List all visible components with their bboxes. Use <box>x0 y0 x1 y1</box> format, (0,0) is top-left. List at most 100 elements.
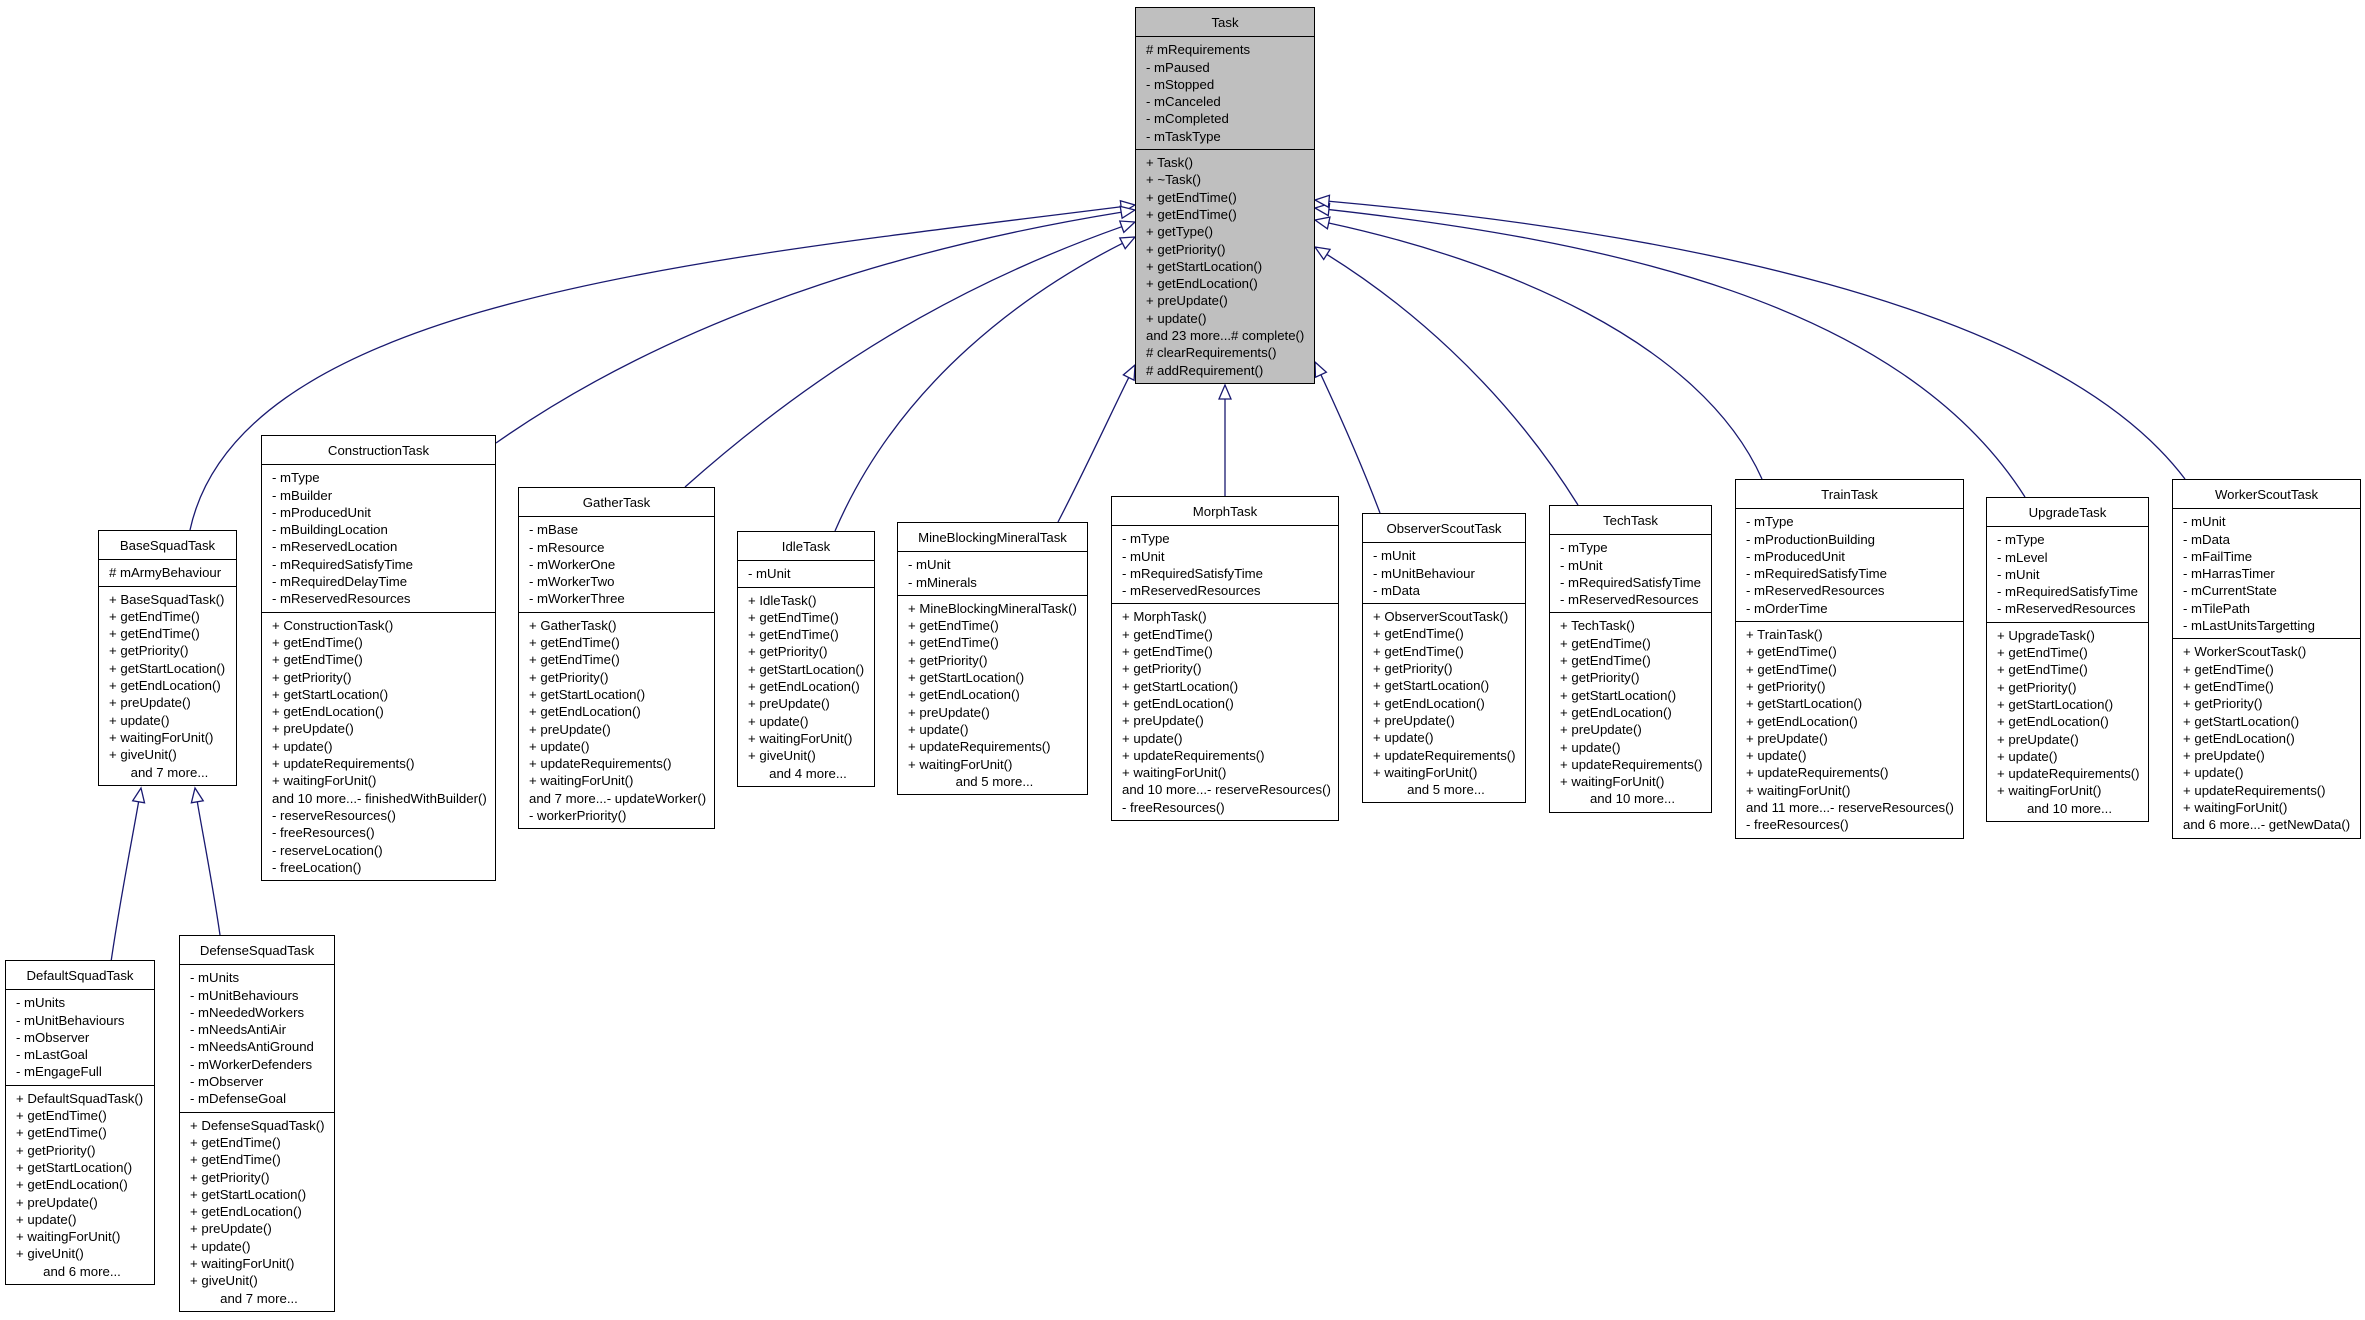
attribute[interactable]: - mRequiredSatisfyTime <box>272 556 413 572</box>
operation[interactable]: + getEndTime() <box>1373 626 1464 642</box>
operation[interactable]: + getEndTime() <box>1560 635 1651 651</box>
operation[interactable]: - freeLocation() <box>272 859 362 875</box>
attribute[interactable]: - mReservedResources <box>272 591 411 607</box>
operation[interactable]: + getEndLocation() <box>529 704 641 720</box>
operation[interactable]: + update() <box>1373 730 1434 746</box>
operation[interactable]: + update() <box>1560 739 1621 755</box>
operation[interactable]: + getPriority() <box>1560 670 1640 686</box>
operation[interactable]: and 11 more...- reserveResources() <box>1746 800 1954 816</box>
operation[interactable]: + waitingForUnit() <box>1746 782 1851 798</box>
class-name[interactable]: TechTask <box>1550 506 1711 536</box>
operation[interactable]: + getEndLocation() <box>109 678 221 694</box>
operation[interactable]: + getStartLocation() <box>908 670 1025 686</box>
operation[interactable]: + UpgradeTask() <box>1997 627 2095 643</box>
operation[interactable]: + giveUnit() <box>109 747 177 763</box>
operation[interactable]: + update() <box>1997 748 2058 764</box>
operation[interactable]: + update() <box>529 738 590 754</box>
operation[interactable]: + waitingForUnit() <box>1373 764 1478 780</box>
operation[interactable]: + getStartLocation() <box>2183 713 2300 729</box>
attribute[interactable]: - mUnit <box>1560 557 1603 573</box>
operation[interactable]: + getStartLocation() <box>748 661 865 677</box>
operation[interactable]: + getEndTime() <box>748 627 839 643</box>
operation[interactable]: + getStartLocation() <box>190 1186 307 1202</box>
operation[interactable]: + getEndTime() <box>529 635 620 651</box>
operation[interactable]: + waitingForUnit() <box>16 1229 121 1245</box>
attribute[interactable]: - mEngageFull <box>16 1064 102 1080</box>
operation[interactable]: + updateRequirements() <box>2183 782 2326 798</box>
operation[interactable]: + waitingForUnit() <box>908 756 1013 772</box>
operation[interactable]: + preUpdate() <box>1997 731 2079 747</box>
operation[interactable]: + preUpdate() <box>190 1221 272 1237</box>
operation[interactable]: + waitingForUnit() <box>529 773 634 789</box>
operation[interactable]: + getPriority() <box>1146 241 1226 257</box>
attribute[interactable]: - mUnitBehaviour <box>1373 565 1475 581</box>
operation[interactable]: + getPriority() <box>272 669 352 685</box>
attribute[interactable]: - mRequiredSatisfyTime <box>1997 584 2138 600</box>
operation[interactable]: - freeResources() <box>1746 817 1849 833</box>
operation[interactable]: + getStartLocation() <box>272 686 389 702</box>
operation[interactable]: + waitingForUnit() <box>1997 783 2102 799</box>
operation[interactable]: + giveUnit() <box>190 1273 258 1289</box>
attribute[interactable]: - mProductionBuilding <box>1746 531 1876 547</box>
operation[interactable]: + GatherTask() <box>529 617 617 633</box>
operation[interactable]: + getEndLocation() <box>1560 704 1672 720</box>
operation[interactable]: + getEndTime() <box>908 618 999 634</box>
class-box-gather-task[interactable]: GatherTask- mBase- mResource- mWorkerOne… <box>518 487 715 830</box>
attribute[interactable]: - mUnitBehaviours <box>16 1012 125 1028</box>
operation[interactable]: and 7 more...- updateWorker() <box>529 790 707 806</box>
attribute[interactable]: - mType <box>1746 514 1794 530</box>
attribute[interactable]: - mUnit <box>748 566 791 582</box>
attribute[interactable]: - mTilePath <box>2183 600 2250 616</box>
attribute[interactable]: - mBuildingLocation <box>272 522 388 538</box>
operation[interactable]: + getEndLocation() <box>2183 730 2295 746</box>
operation[interactable]: + waitingForUnit() <box>1122 765 1227 781</box>
class-box-default-squad-task[interactable]: DefaultSquadTask- mUnits- mUnitBehaviour… <box>5 960 155 1286</box>
operation[interactable]: and 10 more...- finishedWithBuilder() <box>272 790 487 806</box>
operation[interactable]: + updateRequirements() <box>1373 747 1516 763</box>
operation[interactable]: + updateRequirements() <box>1560 756 1703 772</box>
attribute[interactable]: - mNeedsAntiGround <box>190 1039 314 1055</box>
attribute[interactable]: - mObserver <box>190 1074 264 1090</box>
attribute[interactable]: - mPaused <box>1146 59 1210 75</box>
operation[interactable]: + getStartLocation() <box>1997 696 2114 712</box>
class-box-tech-task[interactable]: TechTask- mType- mUnit- mRequiredSatisfy… <box>1549 505 1712 813</box>
operation[interactable]: + getEndLocation() <box>748 679 860 695</box>
operation[interactable]: + getEndTime() <box>1122 626 1213 642</box>
operation[interactable]: + updateRequirements() <box>272 756 415 772</box>
operation[interactable]: # addRequirement() <box>1146 362 1264 378</box>
operation[interactable]: + update() <box>1146 310 1207 326</box>
attribute[interactable]: - mLastUnitsTargetting <box>2183 618 2315 634</box>
operation[interactable]: + preUpdate() <box>1373 712 1455 728</box>
attribute[interactable]: - mRequiredDelayTime <box>272 574 408 590</box>
attribute[interactable]: - mProducedUnit <box>1746 548 1845 564</box>
operation[interactable]: + updateRequirements() <box>1122 747 1265 763</box>
operation[interactable]: + getEndTime() <box>908 635 999 651</box>
attribute[interactable]: - mBase <box>529 522 579 538</box>
attribute[interactable]: - mReservedResources <box>1746 583 1885 599</box>
operation[interactable]: + getEndTime() <box>748 609 839 625</box>
more-members-link[interactable]: and 5 more... <box>955 773 1034 789</box>
operation[interactable]: + updateRequirements() <box>529 756 672 772</box>
class-box-upgrade-task[interactable]: UpgradeTask- mType- mLevel- mUnit- mRequ… <box>1986 497 2149 823</box>
operation[interactable]: + getPriority() <box>2183 696 2263 712</box>
attribute[interactable]: - mWorkerDefenders <box>190 1056 313 1072</box>
operation[interactable]: + getEndTime() <box>1146 206 1237 222</box>
operation[interactable]: + getStartLocation() <box>529 686 646 702</box>
operation[interactable]: + getEndTime() <box>190 1152 281 1168</box>
class-name[interactable]: GatherTask <box>519 488 714 518</box>
operation[interactable]: + DefenseSquadTask() <box>190 1117 325 1133</box>
operation[interactable]: + getStartLocation() <box>16 1159 133 1175</box>
operation[interactable]: + update() <box>908 721 969 737</box>
attribute[interactable]: - mWorkerThree <box>529 591 625 607</box>
operation[interactable]: + getType() <box>1146 224 1214 240</box>
attribute[interactable]: # mRequirements <box>1146 42 1251 58</box>
class-name[interactable]: UpgradeTask <box>1987 498 2148 528</box>
attribute[interactable]: - mUnit <box>1122 548 1165 564</box>
operation[interactable]: + waitingForUnit() <box>1560 774 1665 790</box>
operation[interactable]: + getEndTime() <box>2183 661 2274 677</box>
attribute[interactable]: - mData <box>2183 531 2230 547</box>
operation[interactable]: + getPriority() <box>190 1169 270 1185</box>
attribute[interactable]: - mBuilder <box>272 487 333 503</box>
operation[interactable]: + getPriority() <box>908 652 988 668</box>
class-name[interactable]: WorkerScoutTask <box>2173 480 2360 510</box>
